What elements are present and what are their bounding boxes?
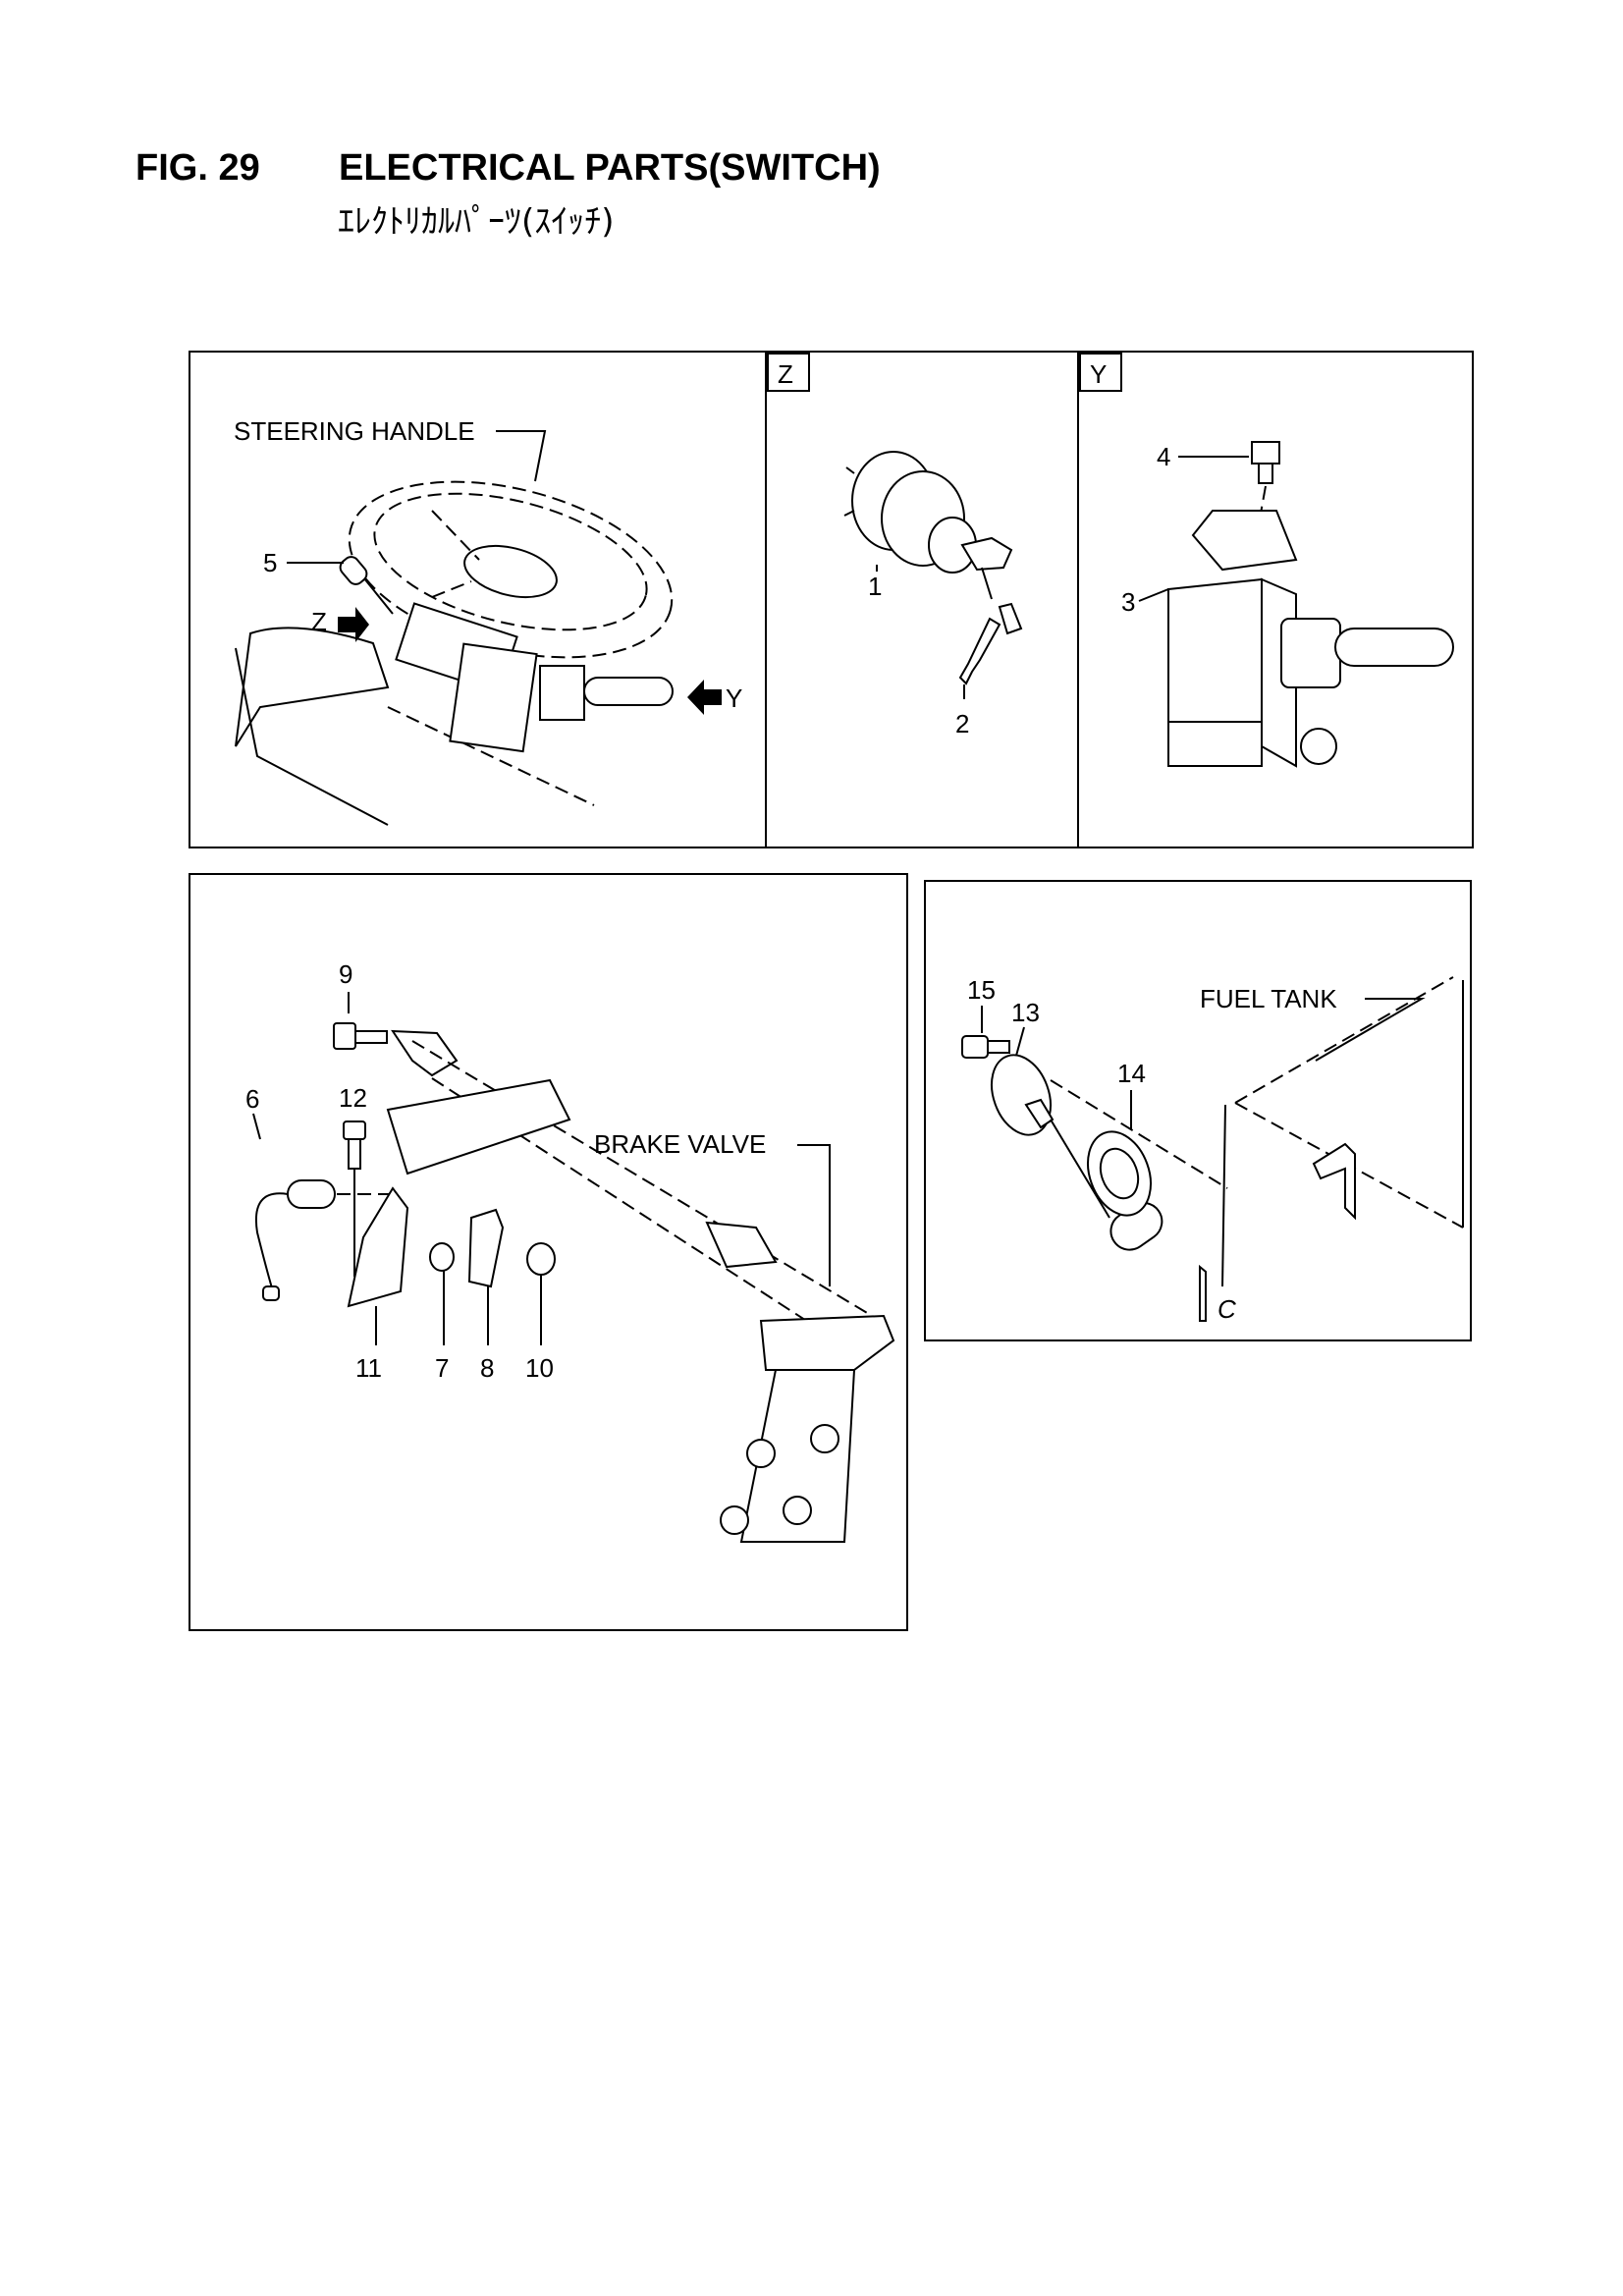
- steering-panel: STEERING HANDLE 5 Z Y: [234, 416, 742, 826]
- brake-pedal-plate: [386, 1078, 571, 1175]
- fuel-tank-label: FUEL TANK: [1200, 984, 1337, 1013]
- combination-switch: [449, 642, 538, 753]
- figure-heading: ELECTRICAL PARTS(SWITCH): [339, 147, 881, 189]
- figure-subheading: ｴﾚｸﾄﾘｶﾙﾊﾟｰﾂ(ｽｲｯﾁ): [338, 202, 615, 242]
- callout-9: 9: [339, 959, 352, 989]
- nut-10: [526, 1242, 556, 1276]
- callout-3: 3: [1121, 587, 1135, 617]
- switch-bracket-11: [347, 1186, 409, 1308]
- mark-c: C: [1217, 1294, 1236, 1324]
- callout-11: 11: [355, 1353, 382, 1383]
- brake-valve-body: [739, 1369, 856, 1543]
- callout-6: 6: [245, 1084, 259, 1114]
- fuel-panel: FUEL TANK 15 13 14 C: [924, 880, 1472, 1341]
- arrow-y-icon: [687, 680, 722, 715]
- top-panel-frame: [189, 351, 1474, 848]
- callout-5: 5: [263, 548, 277, 577]
- dashboard-shape: [235, 627, 390, 747]
- callout-2: 2: [955, 709, 969, 738]
- brake-valve-flange: [759, 1314, 895, 1371]
- switch-lever-y: [1334, 628, 1454, 667]
- callout-10: 10: [525, 1353, 554, 1383]
- view-y-panel: Y 4 3: [1079, 353, 1454, 768]
- lever-knob: [339, 556, 368, 585]
- callout-4: 4: [1157, 442, 1170, 471]
- fuel-gauge-unit: [991, 1054, 1052, 1136]
- plate-8: [467, 1208, 505, 1288]
- callout-13: 13: [1011, 998, 1040, 1027]
- callout-12: 12: [339, 1083, 367, 1113]
- brake-pedal-arm: [391, 1029, 459, 1077]
- ignition-key: [958, 617, 1001, 685]
- view-y-tag: Y: [1090, 359, 1107, 389]
- view-y-arrow-label: Y: [726, 683, 742, 713]
- switch-bracket: [1191, 510, 1298, 572]
- callout-14: 14: [1117, 1059, 1146, 1088]
- switch-boot-y: [1280, 618, 1341, 688]
- key-head: [960, 536, 1013, 572]
- arrow-z-icon: [338, 607, 369, 642]
- brake-panel: BRAKE VALVE 9 6 12 11: [189, 873, 908, 1631]
- view-z-tag: Z: [778, 359, 793, 389]
- callout-8: 8: [480, 1353, 494, 1383]
- switch-wire: [255, 1192, 289, 1292]
- steering-hub: [463, 544, 558, 599]
- figure-number: FIG. 29: [135, 147, 260, 189]
- callout-1: 1: [868, 572, 882, 601]
- bolt-4: [1251, 441, 1280, 465]
- nut-7: [429, 1242, 455, 1272]
- view-z-arrow-label: Z: [311, 607, 327, 636]
- switch-base: [1167, 721, 1263, 767]
- callout-15: 15: [967, 975, 996, 1005]
- switch-knob: [1300, 728, 1337, 765]
- switch-lever: [583, 677, 674, 706]
- wire-connector: [262, 1285, 280, 1301]
- bolt-15: [961, 1035, 989, 1059]
- callout-7: 7: [435, 1353, 449, 1383]
- switch-boot: [539, 665, 585, 721]
- brake-valve-label: BRAKE VALVE: [594, 1129, 766, 1159]
- tank-bracket: [1312, 1142, 1356, 1221]
- bolt-9: [333, 1022, 356, 1050]
- view-z-panel: Z 1 2: [767, 353, 1023, 738]
- bolt-12: [343, 1121, 366, 1140]
- steering-handle-label: STEERING HANDLE: [234, 416, 475, 446]
- brake-switch: [287, 1179, 336, 1209]
